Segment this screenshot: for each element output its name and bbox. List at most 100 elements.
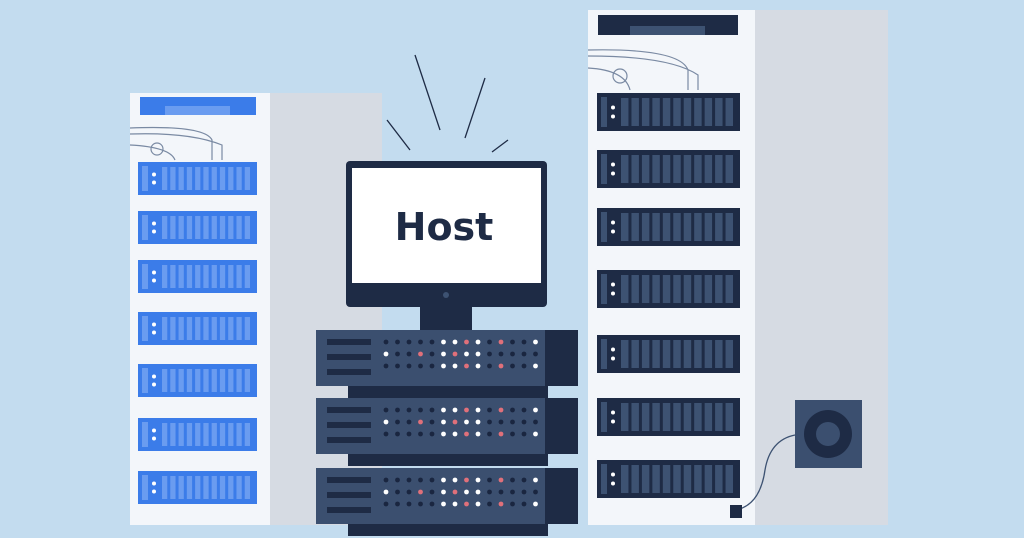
drive-bay — [694, 465, 702, 493]
drive-bay — [219, 317, 226, 340]
indicator-led — [406, 431, 412, 437]
cable-loop — [612, 68, 628, 84]
status-led — [152, 172, 156, 177]
indicator-led — [418, 477, 423, 483]
vent-slot — [327, 407, 371, 413]
indicator-led — [464, 407, 469, 413]
indicator-led — [487, 477, 492, 483]
power-plug — [730, 505, 742, 518]
indicator-led — [452, 431, 458, 437]
indicator-led — [418, 363, 423, 369]
indicator-led — [521, 363, 527, 369]
drive-bay — [683, 155, 692, 183]
indicator-led — [475, 489, 481, 495]
drive-bay — [178, 476, 184, 499]
indicator-led — [406, 363, 412, 369]
indicator-led — [441, 351, 446, 357]
rack-unit — [138, 162, 257, 195]
indicator-led — [395, 489, 400, 495]
drive-bay — [170, 265, 176, 288]
indicator-led — [452, 489, 458, 495]
unit-handle — [601, 154, 607, 184]
rack-unit — [597, 270, 740, 308]
indicator-led — [429, 363, 435, 369]
drive-bay — [244, 476, 250, 499]
indicator-led — [521, 501, 527, 507]
rack-unit — [138, 312, 257, 345]
drive-bay — [621, 213, 629, 241]
status-led — [152, 229, 156, 234]
unit-handle — [142, 422, 148, 447]
drive-bay — [162, 265, 168, 288]
drive-bay — [178, 216, 184, 239]
indicator-led — [475, 363, 481, 369]
indicator-led — [464, 477, 469, 483]
indicator-led — [383, 477, 389, 483]
status-led — [152, 489, 156, 494]
indicator-led — [487, 351, 492, 357]
rack-unit — [597, 93, 740, 131]
drive-bay — [228, 317, 234, 340]
indicator-led — [475, 407, 481, 413]
indicator-led — [383, 351, 389, 357]
indicator-led — [406, 407, 412, 413]
status-led — [611, 282, 615, 287]
drive-bay — [211, 476, 217, 499]
drive-bay — [641, 98, 650, 126]
fan-cable — [735, 434, 796, 511]
status-led — [152, 428, 156, 433]
rack-unit — [597, 335, 740, 373]
indicator-led — [464, 363, 469, 369]
indicator-led — [418, 431, 423, 437]
vent-slot — [327, 354, 371, 360]
indicator-led — [487, 363, 492, 369]
drive-bay — [244, 369, 250, 392]
indicator-led — [395, 501, 400, 507]
drive-bay — [178, 369, 184, 392]
indicator-led — [406, 339, 412, 345]
indicator-led — [475, 419, 481, 425]
vent-slot — [327, 437, 371, 443]
drive-bay — [195, 216, 201, 239]
server-side-panel — [545, 330, 578, 386]
drive-bay — [236, 476, 242, 499]
drive-bay — [203, 476, 209, 499]
indicator-led — [395, 431, 400, 437]
indicator-led — [395, 407, 400, 413]
drive-bay — [236, 265, 242, 288]
indicator-led — [429, 431, 435, 437]
status-led — [152, 382, 156, 387]
indicator-led — [464, 489, 469, 495]
indicator-led — [487, 489, 492, 495]
vent-slot — [327, 422, 371, 428]
cable — [129, 126, 223, 161]
rack-header-inner — [165, 106, 230, 115]
unit-handle — [142, 316, 148, 341]
drive-bay — [162, 216, 168, 239]
drive-bay — [621, 403, 629, 431]
rack-unit — [597, 150, 740, 188]
drive-bay — [211, 423, 217, 446]
indicator-led — [429, 501, 435, 507]
drive-bay — [228, 167, 234, 190]
drive-bay — [683, 465, 692, 493]
unit-handle — [601, 339, 607, 369]
indicator-led — [521, 407, 527, 413]
drive-bay — [186, 167, 193, 190]
drive-bay — [186, 265, 193, 288]
indicator-led — [395, 363, 400, 369]
drive-bay — [673, 98, 681, 126]
drive-bay — [219, 216, 226, 239]
indicator-led — [441, 339, 446, 345]
drive-bay — [673, 213, 681, 241]
drive-bay — [715, 98, 723, 126]
indicator-led — [533, 419, 538, 425]
drive-bay — [203, 216, 209, 239]
cable-loop — [150, 142, 164, 156]
rack-unit — [138, 260, 257, 293]
indicator-led — [418, 407, 423, 413]
drive-bay — [170, 369, 176, 392]
status-led — [611, 229, 615, 234]
indicator-led — [406, 477, 412, 483]
status-led — [611, 114, 615, 119]
